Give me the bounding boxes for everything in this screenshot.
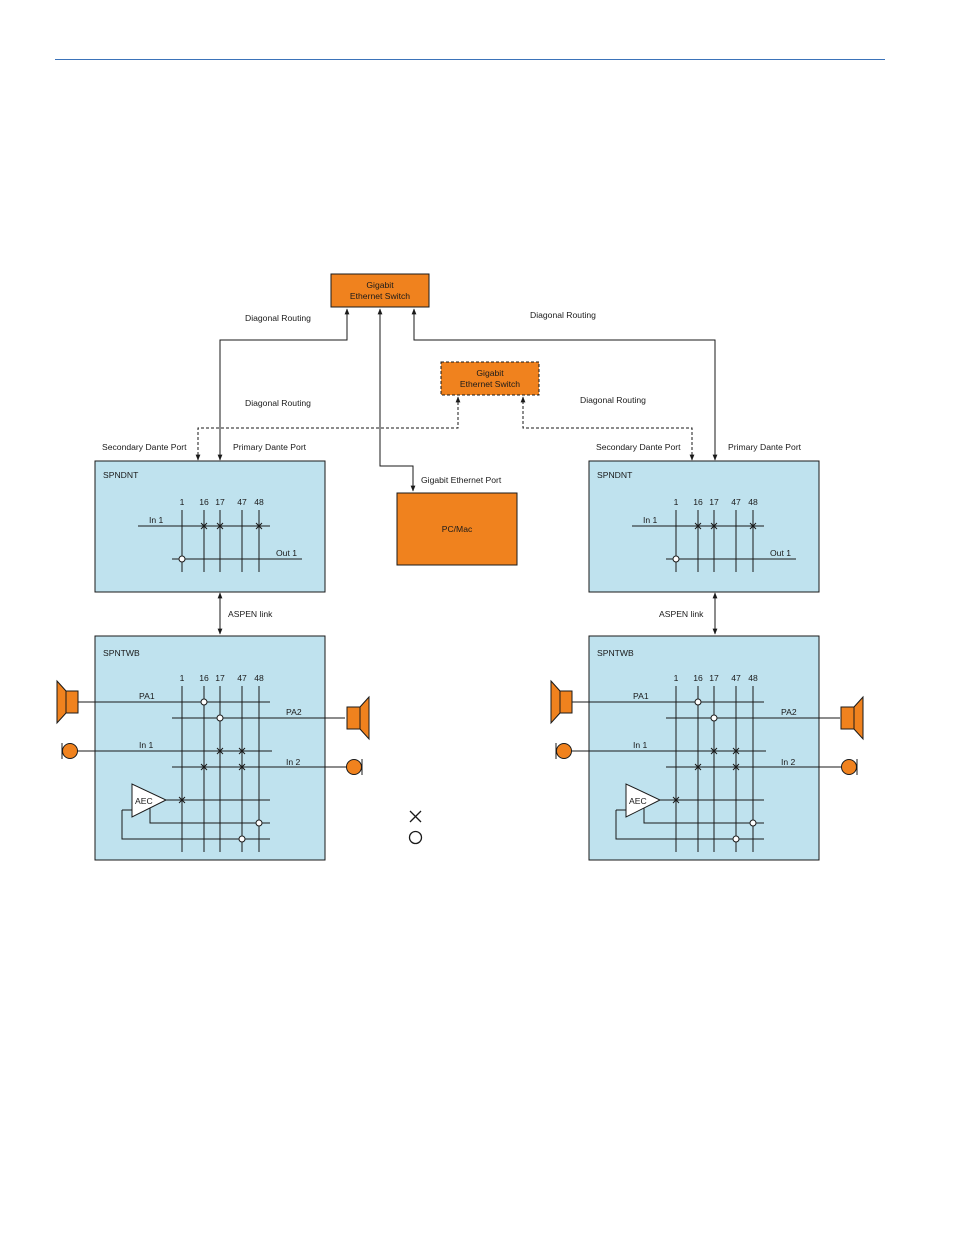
- microphone-icon: [61, 743, 78, 759]
- crosspoint-symbol-icon: [409, 810, 422, 823]
- in-2-label: In 2: [286, 757, 301, 767]
- in-1-label: In 1: [149, 515, 164, 525]
- in-2-label: In 2: [781, 757, 796, 767]
- microphone-icon: [555, 743, 572, 759]
- column-label: 17: [709, 673, 719, 683]
- node-marker: [732, 835, 740, 843]
- spndnt-panel: SPNDNT 1 16 17 47 48 In 1 Out 1: [588, 460, 820, 593]
- in-1-label: In 1: [643, 515, 658, 525]
- speaker-icon: [346, 695, 370, 741]
- switch-main-line2: Ethernet Switch: [350, 291, 410, 301]
- spntwb-title: SPNTWB: [597, 648, 634, 658]
- column-label: 17: [709, 497, 719, 507]
- secondary-link-right: [520, 396, 695, 461]
- node-marker: [200, 698, 208, 706]
- column-label: 1: [180, 497, 185, 507]
- speaker-icon: [840, 695, 864, 741]
- column-label: 47: [731, 673, 741, 683]
- microphone-icon: [841, 759, 858, 775]
- spndnt-title: SPNDNT: [597, 470, 633, 480]
- spntwb-panel: SPNTWB 1 16 17 47 48 PA1 PA2 In 1 In 2: [570, 635, 842, 861]
- column-label: 1: [674, 673, 679, 683]
- column-label: 16: [693, 497, 703, 507]
- secondary-link-left: [195, 396, 461, 461]
- in-1-label: In 1: [633, 740, 648, 750]
- primary-dante-port-label: Primary Dante Port: [233, 442, 307, 452]
- speaker-icon: [550, 679, 573, 725]
- spntwb-panel: SPNTWB 1 16 17 47 48 PA1 PA2 In 1 In 2: [76, 635, 347, 861]
- node-marker: [672, 555, 680, 563]
- crosspoint-marks: [200, 522, 263, 530]
- aec-amplifier: AEC: [131, 783, 168, 818]
- diagonal-routing-label: Diagonal Routing: [580, 395, 646, 405]
- node-marker: [710, 714, 718, 722]
- column-label: 48: [748, 497, 758, 507]
- diagonal-routing-label: Diagonal Routing: [245, 398, 311, 408]
- gigabit-switch-secondary: Gigabit Ethernet Switch: [440, 361, 540, 396]
- secondary-dante-port-label: Secondary Dante Port: [596, 442, 681, 452]
- pa1-label: PA1: [633, 691, 649, 701]
- node-marker: [238, 835, 246, 843]
- spntwb-title: SPNTWB: [103, 648, 140, 658]
- switch-secondary-line1: Gigabit: [476, 368, 504, 378]
- node-symbol-icon: [408, 830, 423, 845]
- switch-main-line1: Gigabit: [366, 280, 394, 290]
- node-marker: [178, 555, 186, 563]
- column-label: 1: [180, 673, 185, 683]
- column-label: 16: [199, 497, 209, 507]
- column-label: 17: [215, 497, 225, 507]
- column-label: 48: [254, 497, 264, 507]
- microphone-icon: [346, 759, 363, 775]
- diagonal-routing-label: Diagonal Routing: [530, 310, 596, 320]
- column-label: 16: [693, 673, 703, 683]
- node-marker: [749, 819, 757, 827]
- speaker-icon: [56, 679, 79, 725]
- aec-label: AEC: [629, 796, 647, 806]
- primary-dante-port-label: Primary Dante Port: [728, 442, 802, 452]
- gigabit-ethernet-port-label: Gigabit Ethernet Port: [421, 475, 502, 485]
- unit-right: Secondary Dante Port Primary Dante Port …: [550, 442, 864, 861]
- out-1-label: Out 1: [770, 548, 791, 558]
- in-1-label: In 1: [139, 740, 154, 750]
- gigabit-switch-main: Gigabit Ethernet Switch: [330, 273, 430, 308]
- unit-left: Secondary Dante Port Primary Dante Port …: [56, 442, 370, 861]
- column-label: 48: [748, 673, 758, 683]
- legend: [408, 810, 423, 845]
- aspen-link-label: ASPEN link: [659, 609, 704, 619]
- crosspoint-marks: [694, 522, 757, 530]
- switch-secondary-line2: Ethernet Switch: [460, 379, 520, 389]
- node-marker: [216, 714, 224, 722]
- pa2-label: PA2: [781, 707, 797, 717]
- spndnt-panel: SPNDNT 1 16 17 47 48 In 1 Out 1: [94, 460, 326, 593]
- spndnt-title: SPNDNT: [103, 470, 139, 480]
- column-label: 47: [237, 497, 247, 507]
- node-marker: [694, 698, 702, 706]
- crosspoint-marks: [672, 747, 740, 804]
- aec-amplifier: AEC: [625, 783, 662, 818]
- column-label: 47: [731, 497, 741, 507]
- pa2-label: PA2: [286, 707, 302, 717]
- node-marker: [255, 819, 263, 827]
- aec-label: AEC: [135, 796, 153, 806]
- out-1-label: Out 1: [276, 548, 297, 558]
- column-label: 16: [199, 673, 209, 683]
- column-label: 48: [254, 673, 264, 683]
- aspen-link-label: ASPEN link: [228, 609, 273, 619]
- pa1-label: PA1: [139, 691, 155, 701]
- secondary-dante-port-label: Secondary Dante Port: [102, 442, 187, 452]
- column-label: 1: [674, 497, 679, 507]
- header-rule: [55, 59, 885, 60]
- column-label: 47: [237, 673, 247, 683]
- primary-link-left: [217, 308, 350, 461]
- pc-mac-box: PC/Mac: [396, 492, 518, 566]
- crosspoint-marks: [178, 747, 246, 804]
- pc-ethernet-link: [377, 308, 416, 492]
- column-label: 17: [215, 673, 225, 683]
- diagonal-routing-label: Diagonal Routing: [245, 313, 311, 323]
- pc-mac-label: PC/Mac: [442, 524, 473, 534]
